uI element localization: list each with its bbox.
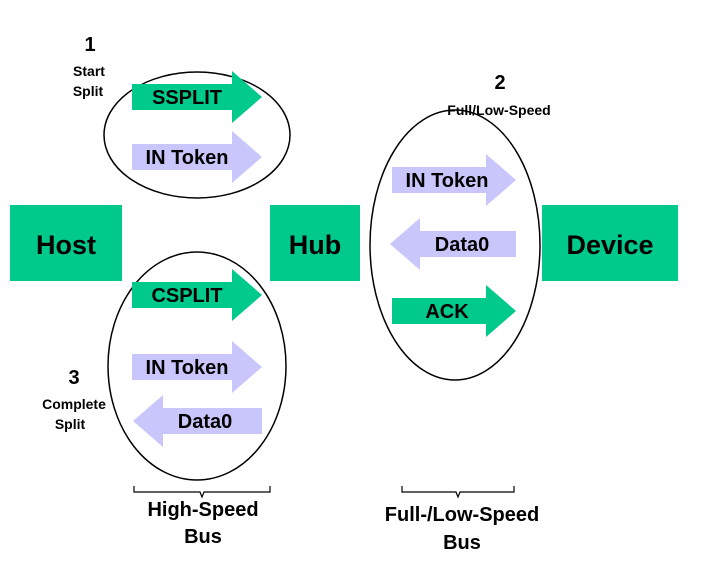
step-1-caption-line1: Start xyxy=(73,63,105,79)
step-1-number: 1 xyxy=(84,34,95,56)
csplit-arrow: CSPLIT xyxy=(132,269,262,321)
data0-fs-label: Data0 xyxy=(435,234,489,256)
in-token-fs-label: IN Token xyxy=(406,170,489,192)
device-label: Device xyxy=(566,230,653,260)
step-2-caption: Full/Low-Speed xyxy=(447,102,550,118)
step-3-number: 3 xyxy=(68,367,79,389)
ssplit-arrow: SSPLIT xyxy=(132,71,262,123)
full-low-speed-bus-line2: Bus xyxy=(443,532,481,554)
full-low-speed-bus-brace xyxy=(401,486,515,499)
high-speed-bus-brace xyxy=(133,486,271,499)
in-token-complete-label: IN Token xyxy=(146,357,229,379)
full-low-speed-ellipse xyxy=(369,109,541,381)
data0-fs-arrow: Data0 xyxy=(390,218,516,270)
high-speed-bus-line1: High-Speed xyxy=(147,499,258,521)
in-token-start-label: IN Token xyxy=(146,147,229,169)
hub-label: Hub xyxy=(289,230,341,260)
in-token-complete-arrow: IN Token xyxy=(132,341,262,393)
step-2-number: 2 xyxy=(494,72,505,94)
ssplit-label: SSPLIT xyxy=(152,87,222,109)
data0-complete-arrow: Data0 xyxy=(133,395,262,447)
step-3-caption-line2: Split xyxy=(55,416,86,432)
ack-fs-arrow: ACK xyxy=(392,285,516,337)
data0-complete-label: Data0 xyxy=(178,411,232,433)
step-1-caption-line2: Split xyxy=(73,83,104,99)
in-token-start-arrow: IN Token xyxy=(132,131,262,183)
host-label: Host xyxy=(36,230,96,260)
high-speed-bus-line2: Bus xyxy=(184,526,222,548)
step-3-caption-line1: Complete xyxy=(42,396,106,412)
step-1-label: 1 Start Split xyxy=(73,34,105,99)
step-2-label: 2 Full/Low-Speed xyxy=(447,72,550,118)
ack-fs-label: ACK xyxy=(425,301,469,323)
csplit-label: CSPLIT xyxy=(151,285,222,307)
hub-box: Hub xyxy=(270,205,360,281)
full-low-speed-bus-caption: Full-/Low-Speed Bus xyxy=(385,504,539,554)
in-token-fs-arrow: IN Token xyxy=(392,154,516,206)
device-box: Device xyxy=(542,205,678,281)
host-box: Host xyxy=(10,205,122,281)
complete-split-ellipse xyxy=(107,251,287,481)
step-3-label: 3 Complete Split xyxy=(42,367,106,432)
start-split-ellipse xyxy=(103,71,291,199)
full-low-speed-bus-line1: Full-/Low-Speed xyxy=(385,504,539,526)
high-speed-bus-caption: High-Speed Bus xyxy=(147,499,258,548)
